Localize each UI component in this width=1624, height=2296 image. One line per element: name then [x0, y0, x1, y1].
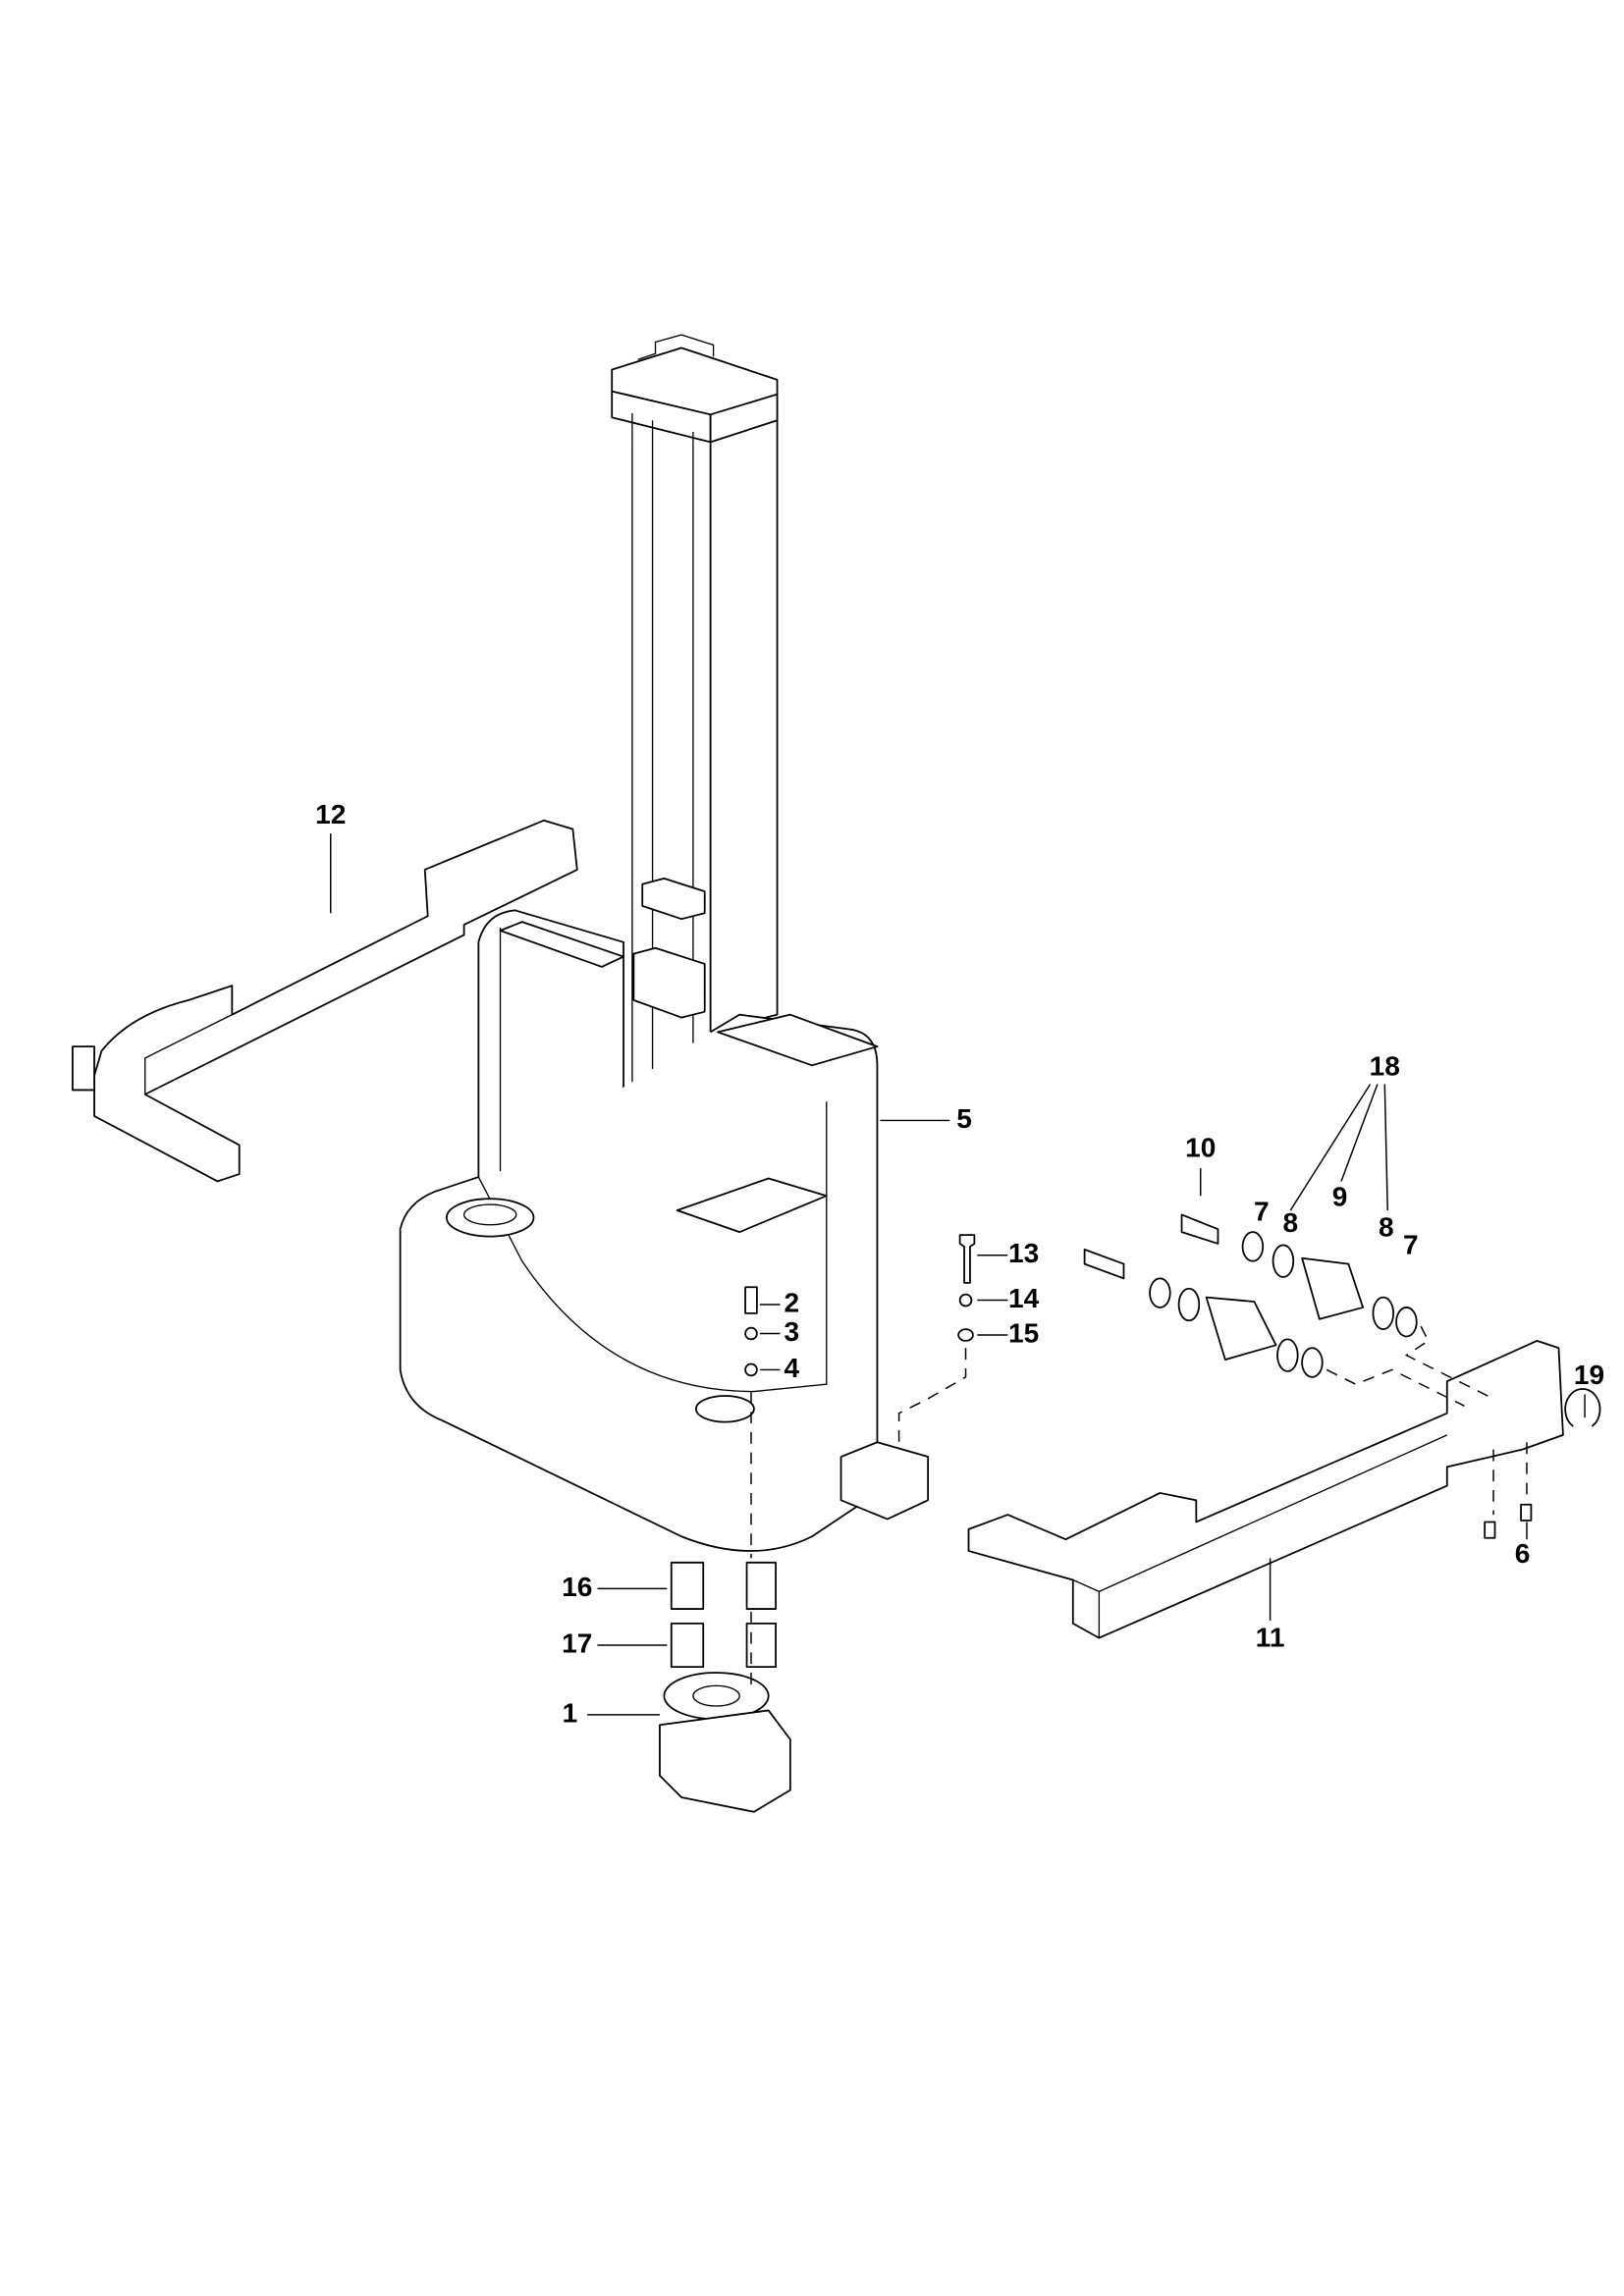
callout-5: 5: [956, 1103, 972, 1134]
chassis-frame: [399, 909, 930, 1552]
callout-13: 13: [1008, 1238, 1039, 1268]
callout-17: 17: [562, 1628, 592, 1658]
callout-9: 9: [1332, 1182, 1348, 1212]
callout-11: 11: [1256, 1622, 1285, 1652]
callout-12: 12: [315, 799, 346, 829]
callout-14: 14: [1008, 1283, 1040, 1313]
callout-16: 16: [562, 1572, 592, 1602]
load-rollers: [1083, 1213, 1418, 1378]
callout-7b: 7: [1403, 1229, 1419, 1259]
callout-10: 10: [1185, 1132, 1216, 1162]
leader-lines: [330, 833, 1586, 1716]
callouts: 1 2 3 4 5 6 7 7 8 8 9 10 11 12 13 14 15 …: [315, 799, 1604, 1729]
right-support-leg: [967, 1340, 1564, 1639]
callout-8b: 8: [1379, 1212, 1394, 1243]
assembly-lines: [750, 1325, 1528, 1689]
caster-assembly: [659, 1561, 791, 1813]
callout-2: 2: [785, 1287, 800, 1317]
callout-4: 4: [785, 1353, 800, 1383]
callout-3: 3: [785, 1316, 800, 1347]
callout-8a: 8: [1282, 1207, 1298, 1238]
mast: [611, 334, 779, 1247]
callout-18: 18: [1370, 1051, 1400, 1082]
callout-6: 6: [1515, 1538, 1531, 1569]
callout-19: 19: [1574, 1360, 1604, 1390]
callout-15: 15: [1008, 1317, 1039, 1348]
callout-1: 1: [563, 1697, 578, 1728]
callout-7a: 7: [1254, 1196, 1270, 1226]
fasteners: [744, 1234, 1601, 1539]
left-support-leg: [72, 819, 578, 1183]
